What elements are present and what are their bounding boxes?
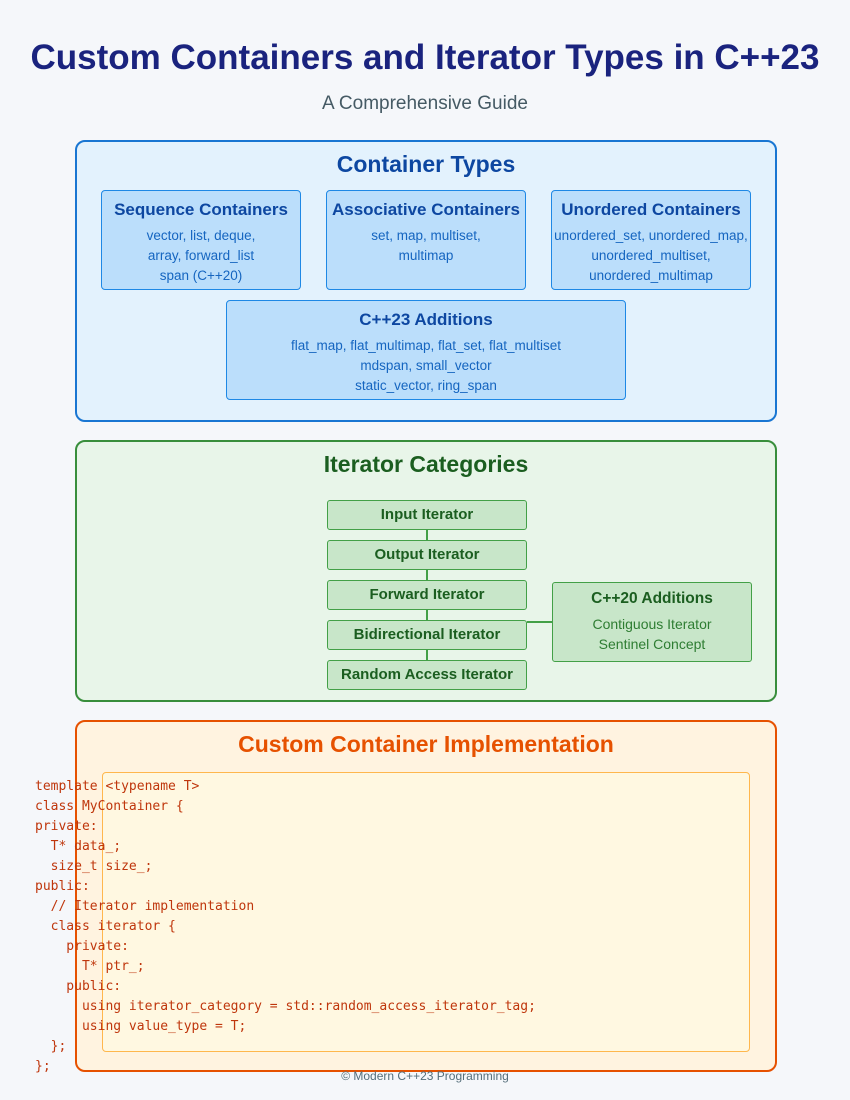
additions-connector — [527, 621, 552, 623]
box-line: set, map, multiset, — [371, 228, 481, 243]
box-line: mdspan, small_vector — [360, 358, 492, 373]
associative-containers-box: Associative Containers set, map, multise… — [326, 190, 526, 290]
custom-container-title: Custom Container Implementation — [238, 731, 614, 757]
box-title: C++20 Additions — [591, 590, 713, 607]
code-line: public: — [35, 979, 122, 994]
code-block — [102, 772, 750, 1052]
box-line: span (C++20) — [159, 268, 243, 283]
hierarchy-connector — [426, 610, 428, 620]
cpp23-additions-box: C++23 Additions flat_map, flat_multimap,… — [226, 300, 626, 400]
hierarchy-connector — [426, 530, 428, 540]
unordered-containers-box: Unordered Containers unordered_set, unor… — [551, 190, 751, 290]
code-line: class MyContainer { — [35, 799, 184, 814]
code-line: T* ptr_; — [35, 959, 145, 974]
code-line: private: — [35, 819, 98, 834]
code-line: }; — [35, 1059, 51, 1074]
input-iterator-box: Input Iterator — [327, 500, 527, 530]
page-title: Custom Containers and Iterator Types in … — [30, 38, 820, 77]
output-iterator-box: Output Iterator — [327, 540, 527, 570]
box-line: unordered_multiset, — [591, 248, 711, 263]
hierarchy-connector — [426, 650, 428, 660]
code-line: using value_type = T; — [35, 1019, 247, 1034]
box-line: unordered_multimap — [589, 268, 713, 283]
random-access-iterator-box: Random Access Iterator — [327, 660, 527, 690]
hierarchy-connector — [426, 570, 428, 580]
code-line: T* data_; — [35, 839, 122, 854]
code-line: template <typename T> — [35, 779, 200, 794]
container-types-title: Container Types — [336, 151, 516, 177]
page-subtitle: A Comprehensive Guide — [322, 93, 528, 114]
forward-iterator-box: Forward Iterator — [327, 580, 527, 610]
container-types-section: Container Types Sequence Containers vect… — [75, 140, 777, 422]
sequence-containers-box: Sequence Containers vector, list, deque,… — [101, 190, 301, 290]
iterator-categories-title: Iterator Categories — [323, 451, 529, 477]
code-line: private: — [35, 939, 129, 954]
cpp20-additions-box: C++20 Additions Contiguous Iterator Sent… — [552, 582, 752, 662]
box-line: Contiguous Iterator — [592, 616, 712, 632]
code-line: class iterator { — [35, 919, 176, 934]
box-title: Sequence Containers — [114, 200, 288, 219]
code-line: // Iterator implementation — [35, 899, 255, 914]
box-title: Unordered Containers — [561, 200, 741, 219]
box-line: vector, list, deque, — [146, 228, 256, 243]
box-line: Sentinel Concept — [598, 636, 706, 652]
box-line: multimap — [398, 248, 454, 263]
box-title: C++23 Additions — [359, 310, 493, 329]
box-title: Associative Containers — [331, 200, 520, 219]
code-listing: template <typename T> class MyContainer {… — [35, 777, 536, 1077]
box-line: array, forward_list — [147, 248, 255, 263]
iterator-categories-section: Iterator Categories Input Iterator Outpu… — [75, 440, 777, 702]
code-line: size_t size_; — [35, 859, 153, 874]
code-line: public: — [35, 879, 90, 894]
custom-container-section: Custom Container Implementation — [75, 720, 777, 1072]
box-line: static_vector, ring_span — [355, 378, 497, 393]
bidirectional-iterator-box: Bidirectional Iterator — [327, 620, 527, 650]
box-line: unordered_set, unordered_map, — [554, 228, 748, 243]
code-line: using iterator_category = std::random_ac… — [35, 999, 536, 1014]
footer-copyright: © Modern C++23 Programming — [341, 1069, 509, 1083]
code-line: }; — [35, 1039, 67, 1054]
box-line: flat_map, flat_multimap, flat_set, flat_… — [290, 338, 562, 353]
